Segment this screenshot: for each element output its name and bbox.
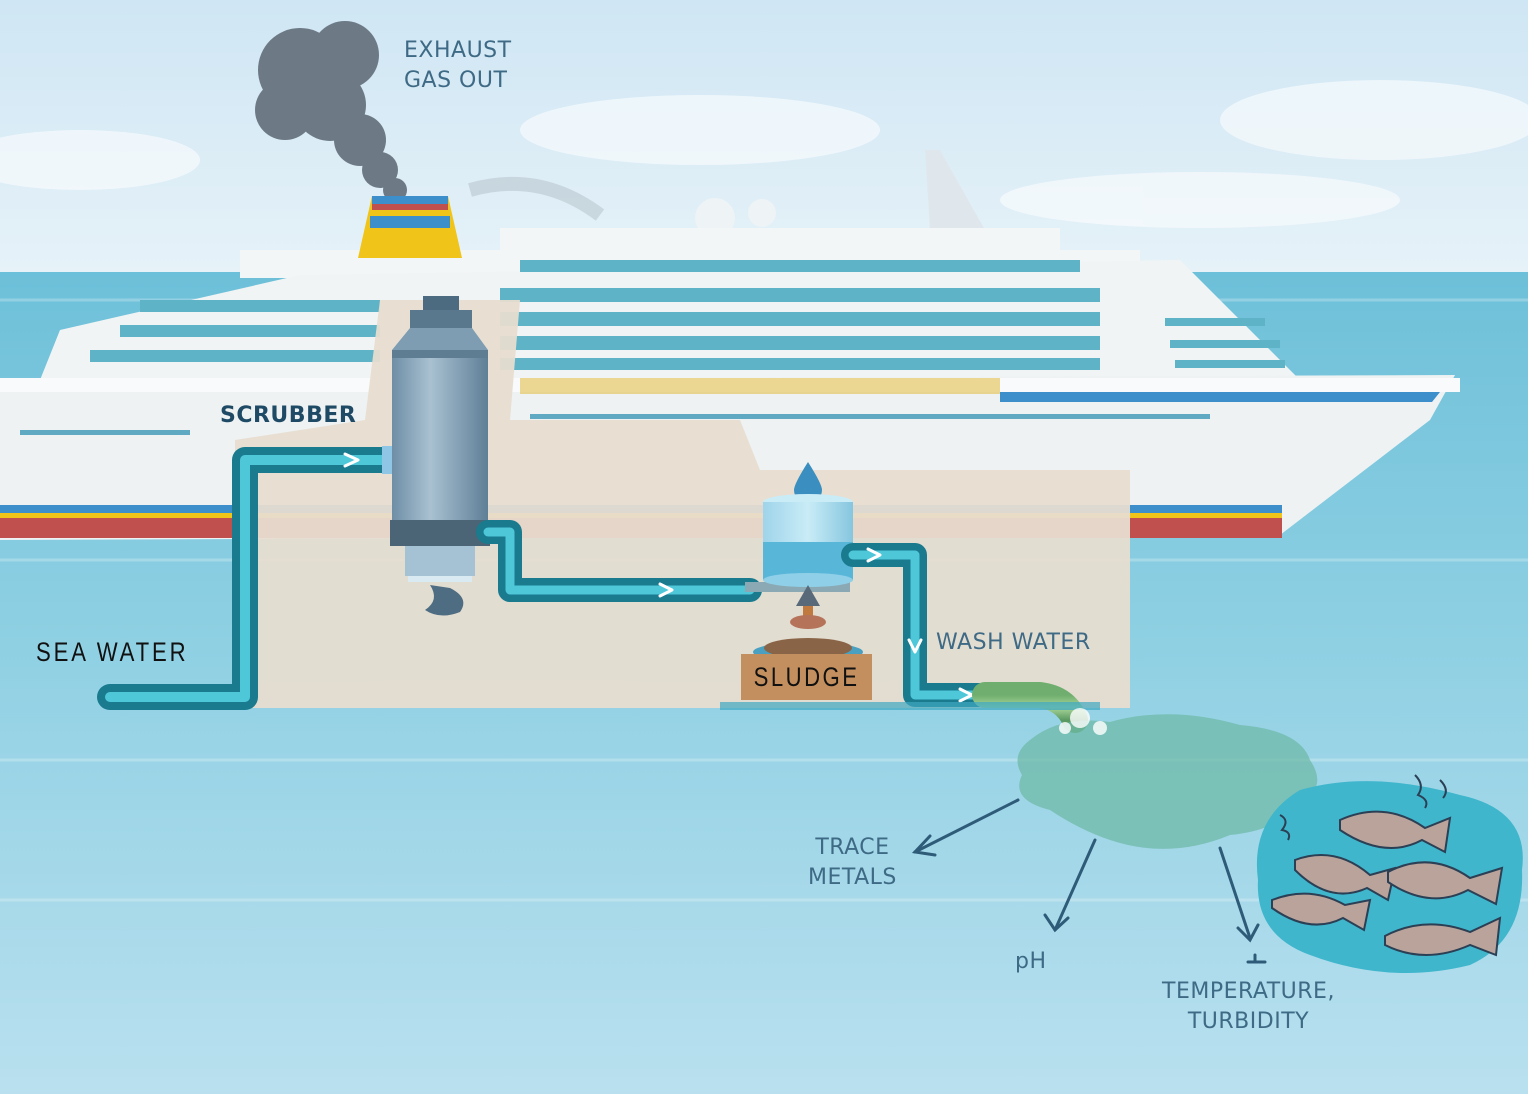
exhaust-gas-out-label: EXHAUST GAS OUT bbox=[404, 36, 512, 96]
temperature-line1: TEMPERATURE, bbox=[1162, 979, 1335, 1004]
trace-metals-line2: METALS bbox=[808, 865, 897, 890]
stink-lines-icon bbox=[1279, 774, 1447, 841]
trace-metals-line1: TRACE bbox=[815, 835, 890, 860]
water-drop-icon bbox=[794, 462, 822, 504]
sludge-label: SLUDGE bbox=[753, 661, 860, 692]
splash-icon bbox=[1059, 708, 1107, 735]
dead-fish-pool bbox=[1256, 774, 1523, 973]
dead-fish-icon bbox=[1271, 810, 1504, 957]
temperature-turbidity-label: TEMPERATURE, TURBIDITY bbox=[1162, 977, 1335, 1037]
sea-water-intake-pipe bbox=[97, 447, 401, 710]
discharge-plume bbox=[1017, 714, 1318, 849]
clouds bbox=[0, 80, 1528, 228]
exhaust-label-line1: EXHAUST bbox=[404, 38, 512, 63]
sludge-label-box: SLUDGE bbox=[741, 654, 872, 700]
scrubber-outlet-pipe bbox=[476, 520, 762, 602]
impact-arrows bbox=[911, 798, 1267, 964]
exhaust-smoke-icon bbox=[255, 21, 407, 202]
scrubber-tower bbox=[390, 296, 490, 616]
sea-water-label: SEA WATER bbox=[36, 637, 189, 667]
wash-water-label: WASH WATER bbox=[936, 630, 1091, 655]
exhaust-label-line2: GAS OUT bbox=[404, 68, 508, 93]
trace-metals-label: TRACE METALS bbox=[808, 833, 897, 893]
scrubber-label: SCRUBBER bbox=[220, 403, 357, 428]
temperature-line2: TURBIDITY bbox=[1187, 1009, 1310, 1034]
porthole-row bbox=[20, 414, 1210, 435]
ph-label: pH bbox=[1015, 949, 1047, 974]
deck-windows bbox=[90, 260, 1285, 370]
